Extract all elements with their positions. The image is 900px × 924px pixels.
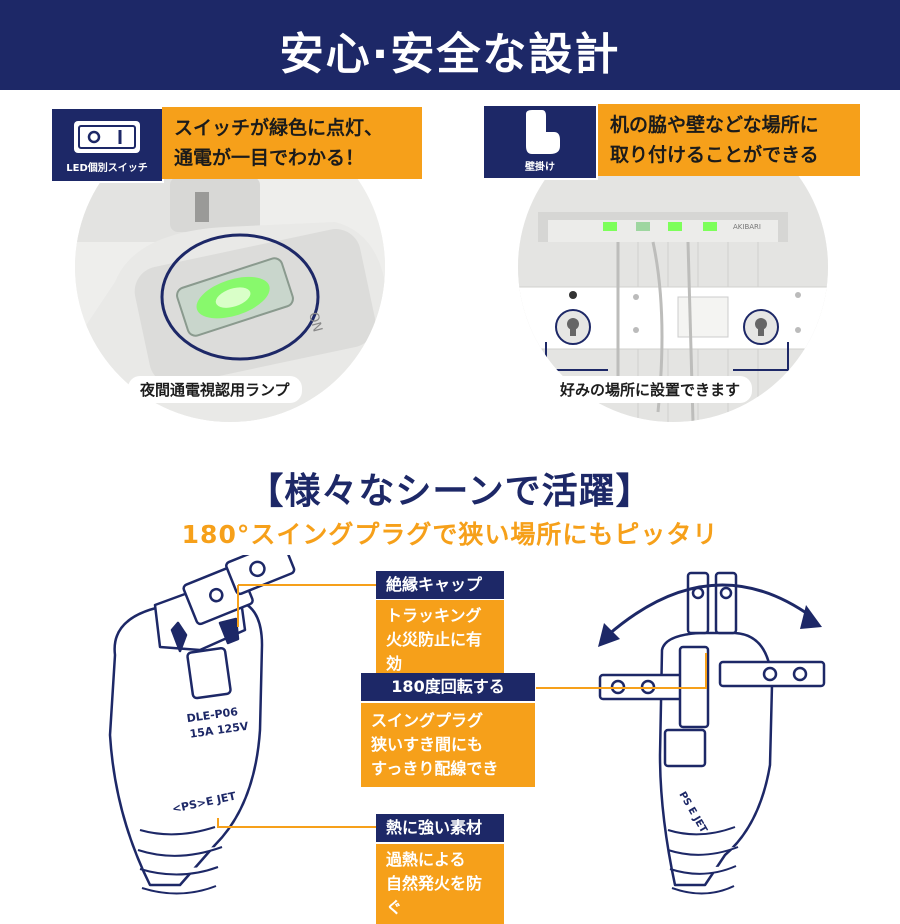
led-photo-caption: 夜間通電視認用ランプ (128, 376, 302, 403)
rotation-arrow-icon (607, 583, 813, 637)
top-banner (0, 0, 900, 90)
callout-3-line-1: 過熱による (386, 850, 466, 869)
callout-1-line-1: トラッキング (386, 606, 482, 625)
wall-photo-caption: 好みの場所に設置できます (548, 376, 753, 403)
rotation-arrow-right-head (800, 605, 822, 629)
left-plug-illustration (108, 555, 296, 895)
callout-body-heat-resistant: 過熱による 自然発火を防ぐ (376, 844, 504, 924)
switch-on-text: ON (305, 311, 325, 334)
led-switch-description: スイッチが緑色に点灯、 通電が一目でわかる！ (162, 107, 422, 179)
callout-2-line-3: すっきり配線でき (371, 759, 499, 778)
led-switch-icon-label: LED個別スイッチ (66, 163, 148, 174)
callout-title-rotation: 180度回転する (361, 673, 535, 701)
banner-title: 安心·安全な設計 (279, 29, 621, 80)
callout-3-line-2: 自然発火を防ぐ (386, 874, 483, 917)
rocker-switch-icon (74, 121, 140, 153)
callout-1-line-2: 火災防止に有効 (386, 630, 483, 673)
section-subtitle: 180°スイングプラグで狭い場所にもピッタリ (181, 520, 719, 549)
wall-hook-line-1: 机の脇や壁などな場所に (610, 114, 819, 136)
callout-title-insulation-cap: 絶縁キャップ (376, 571, 504, 599)
led-switch-icon-box: LED個別スイッチ (50, 107, 164, 183)
wall-hook-description: 机の脇や壁などな場所に 取り付けることができる (598, 104, 860, 176)
wall-hook-line-2: 取り付けることができる (610, 144, 819, 166)
callout-leader-lines (217, 584, 707, 828)
wall-hook-icon (526, 110, 560, 154)
callout-body-insulation-cap: トラッキング 火災防止に有効 (376, 600, 504, 680)
led-switch-line-1: スイッチが緑色に点灯、 (174, 117, 384, 139)
section-title: 【様々なシーンで活躍】 (247, 471, 653, 512)
right-plug-illustration (598, 571, 826, 895)
wall-hook-icon-label: 壁掛け (525, 162, 555, 173)
led-switch-line-2: 通電が一目でわかる！ (174, 147, 365, 169)
callout-title-heat-resistant: 熱に強い素材 (376, 814, 504, 842)
rotation-arrow-left-head (598, 623, 620, 647)
callout-2-line-2: 狭いすき間にも (371, 735, 484, 754)
plug-illustrations: DLE-P06 15A 125V <PS>E JET PS E JET (108, 555, 826, 895)
callout-body-rotation: スイングプラグ 狭いすき間にも すっきり配線でき (361, 703, 535, 787)
product-brand-text: AKIBARI (733, 223, 761, 231)
callout-2-line-1: スイングプラグ (371, 711, 484, 730)
wall-hook-icon-box: 壁掛け (482, 104, 598, 180)
